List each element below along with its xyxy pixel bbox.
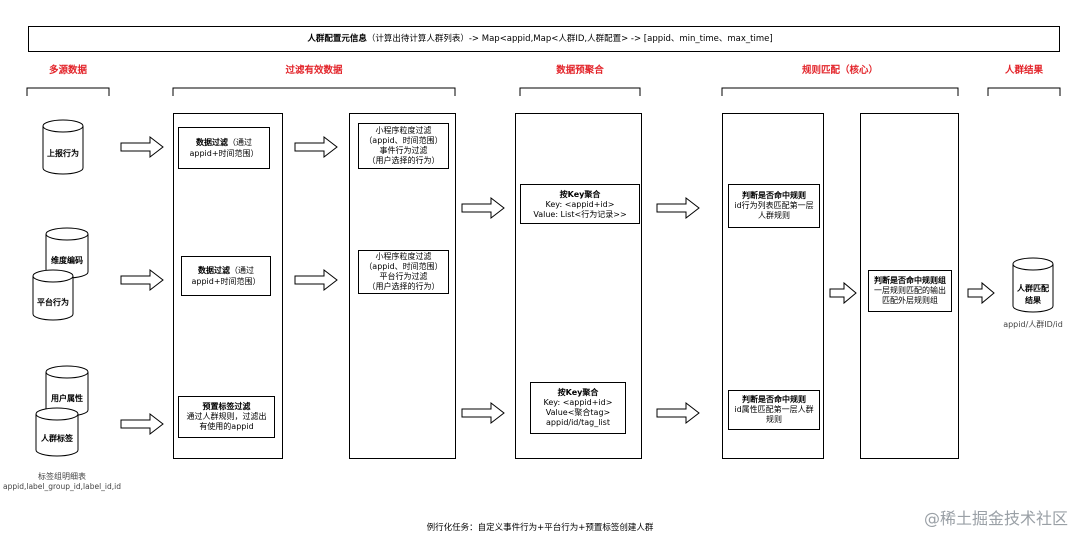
cylinder-result [1012,257,1054,313]
mini-filter-1-line3: 事件行为过滤 [379,146,428,155]
mini-filter-1-line4: （用户选择的行为） [367,156,440,165]
filter-box-1-line1: 数据过滤（通过 [196,138,252,147]
section-title-preagg: 数据预聚合 [556,65,604,76]
section-title-match: 规则匹配（核心） [801,65,878,76]
filter-box-2-line1: 数据过滤（通过 [198,266,254,275]
rule-box-1-title: 判断是否命中规则 [742,191,806,200]
agg-box-2-line3: Value<聚合tag> [545,408,611,417]
arrow-9 [656,401,700,425]
rule-box-2-line3: 规则 [766,415,782,424]
cylinder-crowd-tag [35,407,79,457]
result-db-line2: 结果 [1025,296,1041,305]
label-user-attr: 用户属性 [51,394,83,403]
agg-box-1-line3: Value: List<行为记录>> [533,210,627,219]
mini-filter-box-1: 小程序粒度过滤 （appid、时间范围） 事件行为过滤 （用户选择的行为） [358,123,449,169]
mini-filter-1-line2: （appid、时间范围） [364,136,443,145]
filter-column-1 [173,113,283,459]
section-title-result: 人群结果 [1004,65,1043,76]
watermark: @稀土掘金技术社区 [923,509,1068,528]
mini-filter-2-line2: （appid、时间范围） [364,262,443,271]
rule-box-1: 判断是否命中规则 id行为列表匹配第一层 人群规则 [728,184,820,228]
cylinder-report-behavior [42,119,84,175]
label-report-behavior: 上报行为 [47,149,79,158]
filter-column-2 [349,113,456,459]
brace-preagg [519,87,641,96]
arrow-11 [967,281,995,305]
brace-match [721,87,959,96]
arrow-8 [656,196,700,220]
header-title: 人群配置元信息（计算出待计算人群列表）-> Map<appid,Map<人群ID… [0,32,1080,46]
section-title-sources: 多源数据 [48,65,87,76]
match-column-1 [722,113,824,459]
rule-group-box: 判断是否命中规则组 一层规则匹配的输出 匹配外层规则组 [868,270,952,312]
rule-box-1-line2: id行为列表匹配第一层 [734,201,814,210]
arrow-7 [461,401,505,425]
label-dimension-code: 维度编码 [51,256,83,265]
cylinder-platform-behavior [32,269,74,321]
filter-box-1-line2: appid+时间范围） [189,149,259,158]
header-title-bold: 人群配置元信息 [307,34,367,44]
result-caption: appid/人群ID/id [1003,320,1063,329]
filter-box-1: 数据过滤（通过 appid+时间范围） [178,127,270,169]
arrow-1 [120,135,164,159]
mini-filter-2-line4: （用户选择的行为） [367,282,440,291]
filter-box-3-line2: 通过人群规则，过滤出 [186,412,267,421]
rule-box-2: 判断是否命中规则 id属性匹配第一层人群 规则 [728,390,820,430]
rule-group-line2: 一层规则匹配的输出 [874,286,946,295]
label-platform-behavior: 平台行为 [37,298,69,307]
arrow-3 [120,412,164,436]
agg-box-2-line2: Key: <appid+id> [543,398,613,407]
match-column-2 [860,113,959,459]
filter-box-3-title: 预置标签过滤 [202,402,251,411]
rule-box-1-line3: 人群规则 [758,211,790,220]
agg-box-2: 按Key聚合 Key: <appid+id> Value<聚合tag> appi… [530,382,626,434]
brace-sources [26,87,110,96]
agg-box-2-title: 按Key聚合 [557,388,599,397]
agg-box-1-title: 按Key聚合 [559,190,601,199]
tag-table-caption-2: appid,label_group_id,label_id,id [3,482,121,491]
label-crowd-tag: 人群标签 [41,434,73,443]
brace-result [987,87,1061,96]
arrow-6 [461,196,505,220]
rule-box-2-line2: id属性匹配第一层人群 [734,405,814,414]
filter-box-3-line3: 有使用的appid [199,422,254,431]
mini-filter-2-line1: 小程序粒度过滤 [375,252,432,261]
filter-box-2-line2: appid+时间范围） [191,277,261,286]
agg-box-1-line2: Key: <appid+id> [545,200,615,209]
result-db-line1: 人群匹配 [1017,284,1049,293]
arrow-2 [120,268,164,292]
header-title-rest: （计算出待计算人群列表）-> Map<appid,Map<人群ID,人群配置> … [366,34,773,44]
brace-filter [172,87,456,96]
cylinder-user-attr [45,365,89,417]
mini-filter-box-2: 小程序粒度过滤 （appid、时间范围） 平台行为过滤 （用户选择的行为） [358,250,449,294]
cylinder-dimension-code [45,227,89,279]
rule-group-line3: 匹配外层规则组 [882,296,938,305]
section-title-filter: 过滤有效数据 [285,65,343,76]
mini-filter-2-line3: 平台行为过滤 [379,272,428,281]
filter-box-2: 数据过滤（通过 appid+时间范围） [181,256,271,296]
agg-box-1: 按Key聚合 Key: <appid+id> Value: List<行为记录>… [520,184,640,224]
filter-box-3: 预置标签过滤 通过人群规则，过滤出 有使用的appid [178,396,275,438]
arrow-10 [829,281,857,305]
arrow-5 [294,268,338,292]
agg-box-2-line4: appid/id/tag_list [546,418,610,427]
rule-box-2-title: 判断是否命中规则 [742,395,806,404]
header-frame [28,26,1060,52]
mini-filter-1-line1: 小程序粒度过滤 [375,126,432,135]
rule-group-title: 判断是否命中规则组 [874,276,946,285]
footer-caption: 例行化任务：自定义事件行为+平台行为+预置标签创建人群 [426,523,654,533]
arrow-4 [294,135,338,159]
preagg-column [515,113,642,459]
tag-table-caption-1: 标签组明细表 [38,472,86,481]
